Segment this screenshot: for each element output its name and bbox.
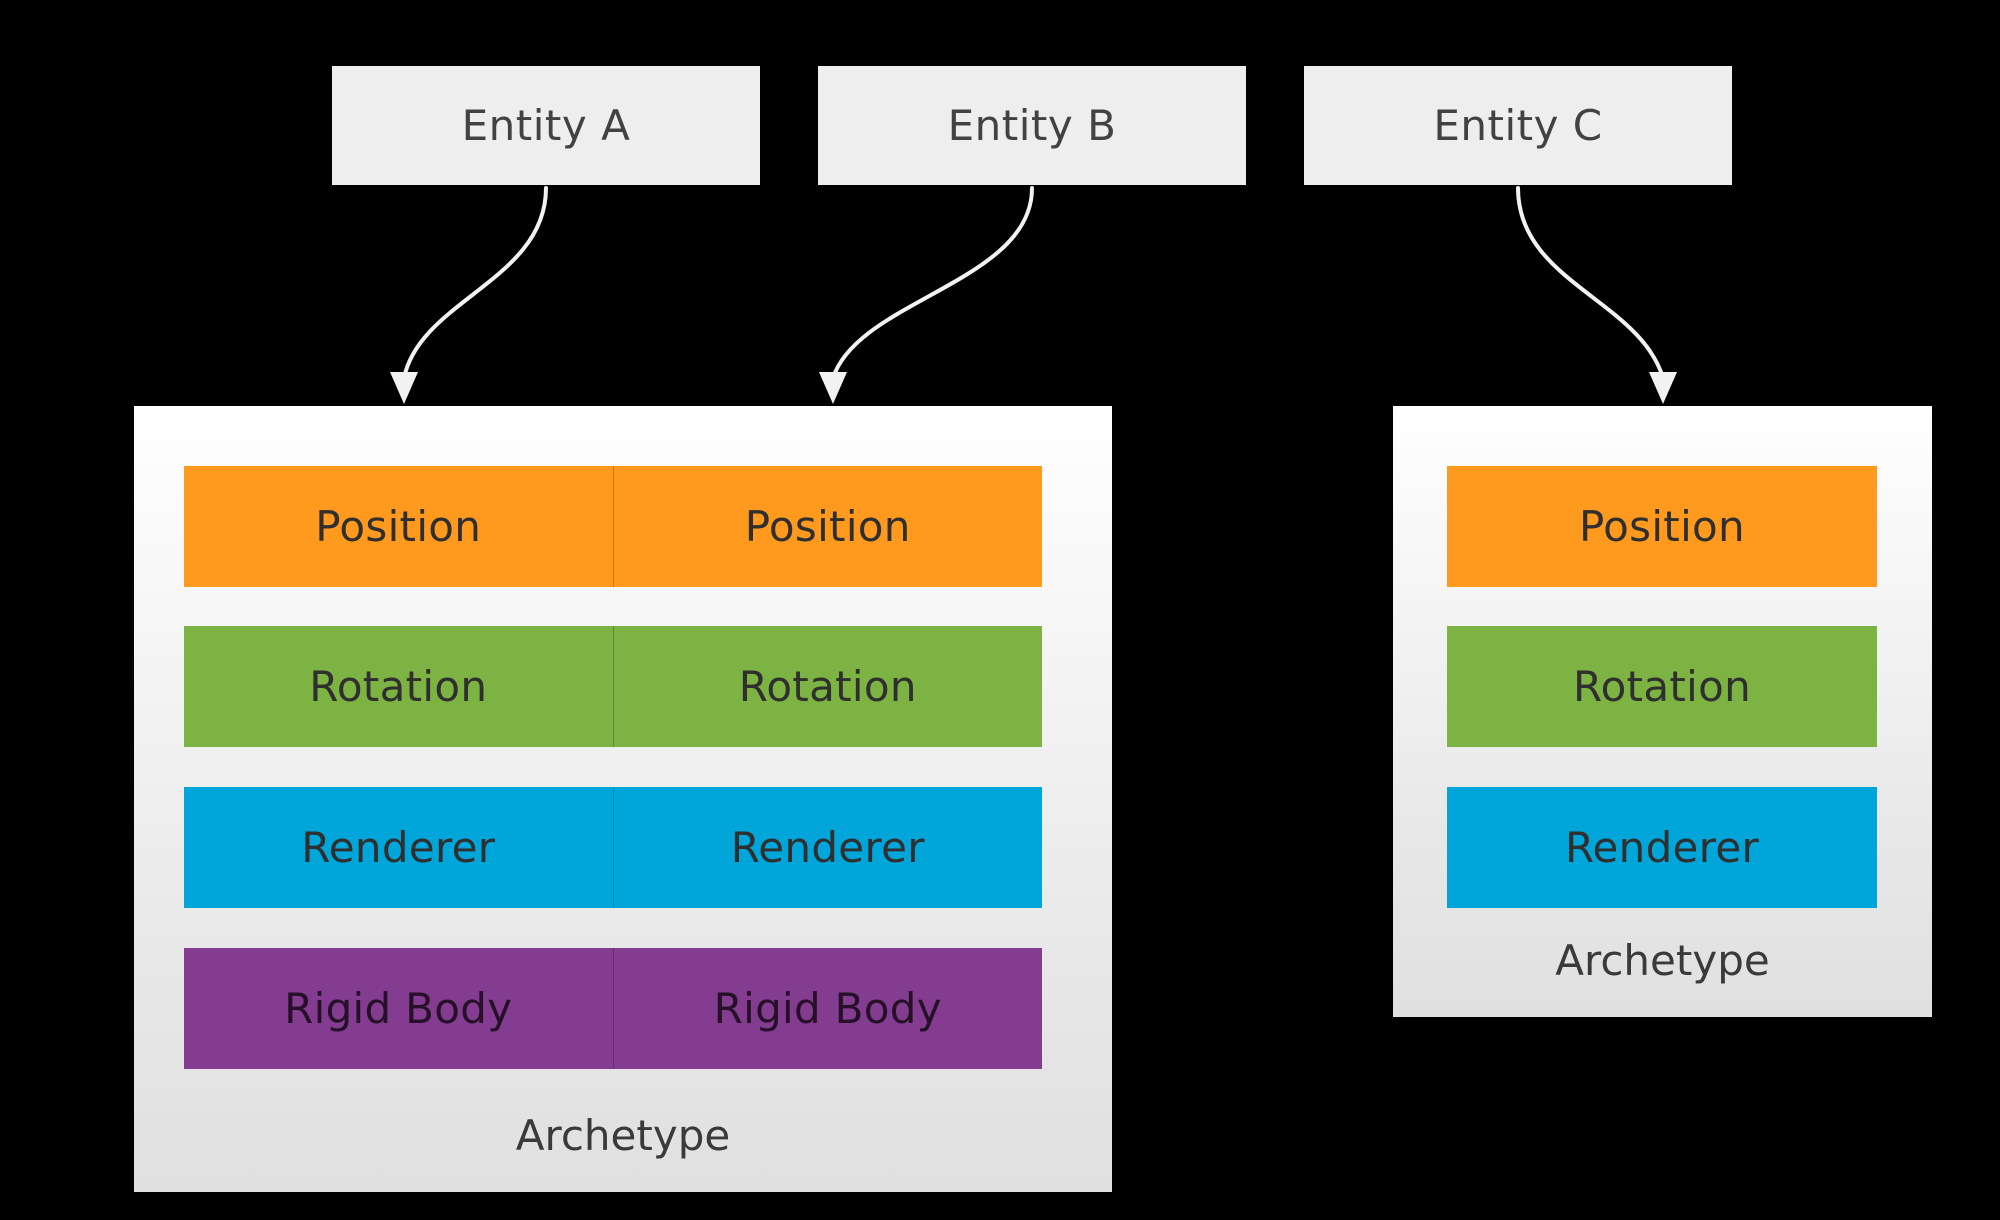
component-row-rigid-body: Rigid Body Rigid Body [184,948,1042,1069]
component-row-position: Position Position [184,466,1042,587]
component-cell-renderer: Renderer [612,787,1042,908]
component-row-rotation: Rotation Rotation [184,626,1042,747]
arrow-entity-b [831,186,1034,380]
component-cell-rotation: Rotation [184,626,613,747]
component-cell-renderer: Renderer [1447,787,1877,908]
component-cell-position: Position [184,466,613,587]
component-row-renderer: Renderer Renderer [184,787,1042,908]
archetype-right: Position Rotation Renderer Archetype [1393,406,1932,1017]
archetype-label: Archetype [515,1111,731,1160]
component-cell-position: Position [1447,466,1877,587]
component-cell-rotation: Rotation [1447,626,1877,747]
arrowhead-entity-b [819,372,847,404]
component-cell-rotation: Rotation [612,626,1042,747]
component-row-rotation: Rotation [1447,626,1877,747]
entity-b-label: Entity B [947,101,1117,150]
component-row-position: Position [1447,466,1877,587]
arrowhead-entity-c [1649,372,1677,404]
arrow-entity-a [402,186,548,380]
component-cell-rigid-body: Rigid Body [612,948,1042,1069]
arrow-entity-c [1516,186,1665,380]
archetype-label: Archetype [1555,936,1770,985]
entity-b-box: Entity B [818,66,1246,185]
entity-c-label: Entity C [1433,101,1603,150]
component-cell-rigid-body: Rigid Body [184,948,613,1069]
entity-a-box: Entity A [332,66,760,185]
arrowhead-entity-a [390,372,418,404]
entity-a-label: Entity A [461,101,631,150]
archetype-left: Position Position Rotation Rotation Rend… [134,406,1112,1192]
component-cell-renderer: Renderer [184,787,613,908]
entity-c-box: Entity C [1304,66,1732,185]
component-cell-position: Position [612,466,1042,587]
component-row-renderer: Renderer [1447,787,1877,908]
